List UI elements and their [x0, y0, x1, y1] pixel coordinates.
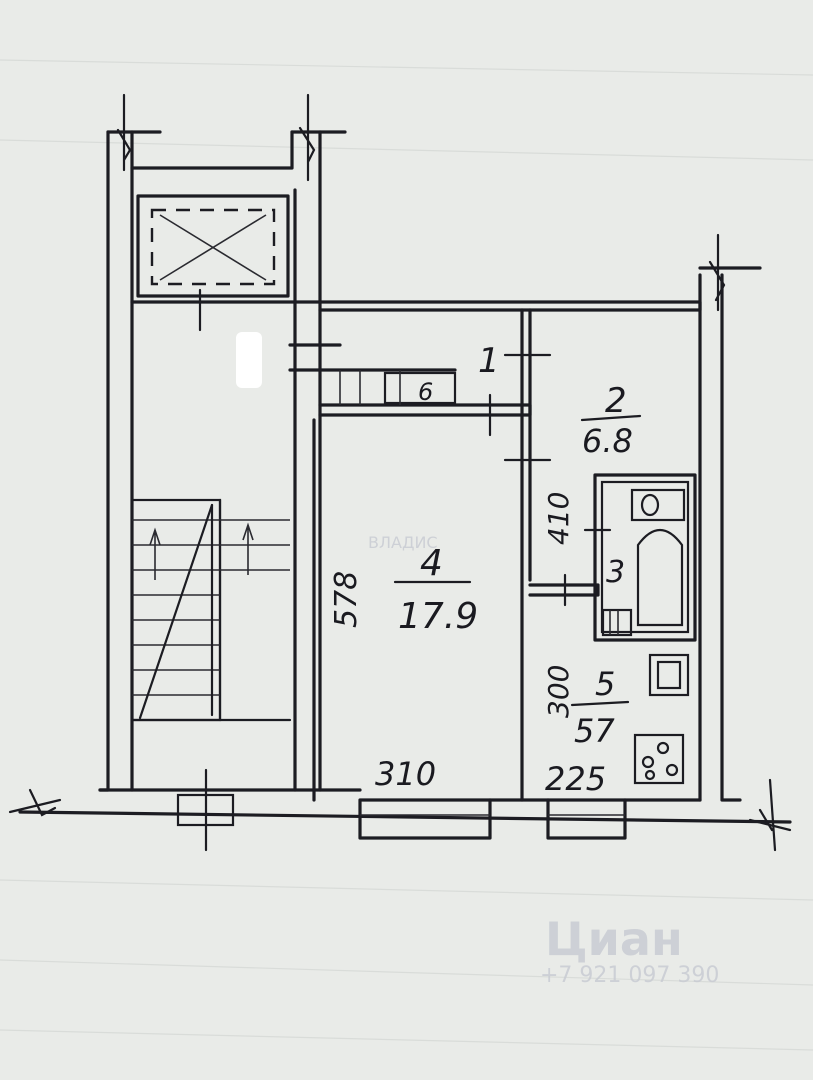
- room-5-area: 57: [574, 712, 615, 750]
- dim-room4-width: 310: [375, 755, 436, 793]
- dimension-labels: 578 310 410 300 225: [329, 492, 606, 798]
- elevator-shaft: [130, 194, 322, 332]
- staircase: [130, 498, 292, 722]
- room-2-number: 2: [605, 381, 627, 421]
- room-5-number: 5: [595, 665, 615, 703]
- phone-watermark: +7 921 097 390: [540, 963, 719, 988]
- watermarks: ВЛАДИС Циан +7 921 097 390: [368, 533, 719, 988]
- apartment-walls: [8, 233, 792, 852]
- dim-room4-height: 578: [329, 571, 364, 628]
- dim-room5-width: 225: [545, 760, 606, 798]
- room-4-area: 17.9: [398, 596, 478, 637]
- room-3-number: 3: [606, 555, 625, 590]
- room-1-number: 1: [478, 341, 500, 381]
- room-4-number: 4: [420, 543, 443, 584]
- room-labels: 1 2 6.8 3 4 17.9 5 57 6: [393, 341, 642, 750]
- paper-texture: [0, 59, 813, 1051]
- room-6-number: 6: [418, 378, 433, 406]
- dim-room2-height: 410: [542, 492, 575, 545]
- redaction-mark: [236, 332, 262, 388]
- room-2-area: 6.8: [582, 422, 633, 460]
- dim-room5-height: 300: [542, 665, 575, 718]
- interior-walls: [288, 308, 697, 802]
- agency-watermark: ВЛАДИС: [368, 533, 438, 552]
- site-watermark: Циан: [545, 912, 683, 966]
